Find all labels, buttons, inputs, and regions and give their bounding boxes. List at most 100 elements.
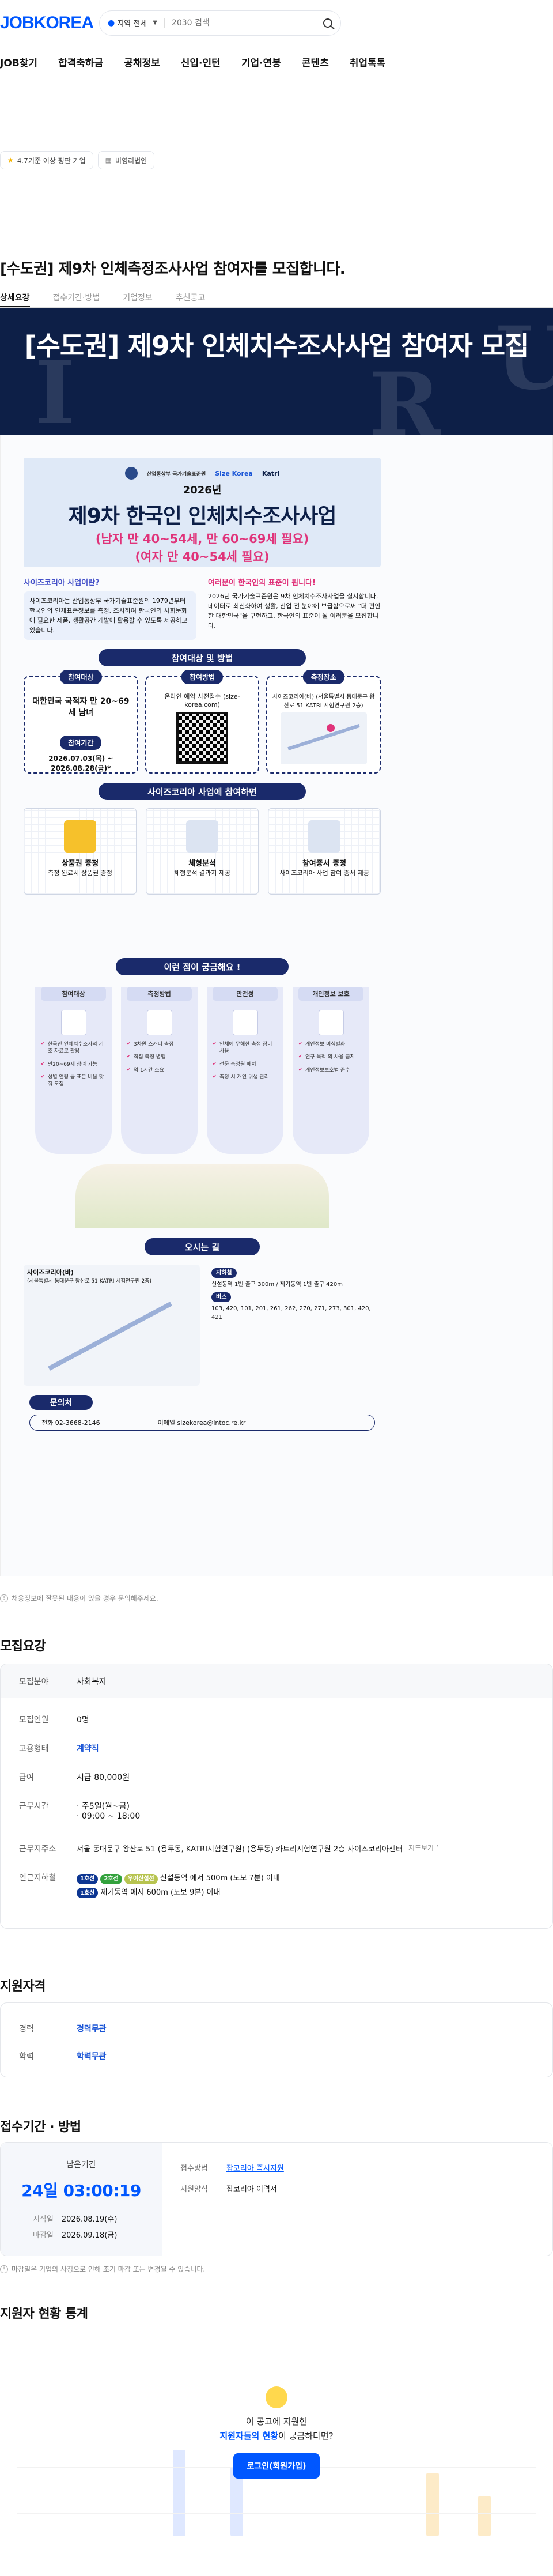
divider bbox=[164, 18, 165, 28]
contact-phone: 전화 02-3668-2146 bbox=[41, 1419, 100, 1427]
mini-map-icon bbox=[280, 712, 367, 765]
poster-benefits: 상품권 증정 측정 완료시 상품권 증정 체형분석 체형분석 결과지 제공 참여… bbox=[24, 808, 381, 895]
qualification-box: 경력 경력무관 학력 학력무관 bbox=[0, 2002, 553, 2077]
nav-job-search[interactable]: JOB찾기 bbox=[0, 58, 38, 69]
qualification-title: 지원자격 bbox=[0, 1979, 46, 1994]
blurred-bar bbox=[426, 2473, 439, 2536]
jobkorea-logo[interactable]: JOBKOREA bbox=[0, 13, 94, 32]
stats-title: 지원자 현황 통계 bbox=[0, 2307, 88, 2321]
benefit-gift-card: 상품권 증정 측정 완료시 상품권 증정 bbox=[24, 808, 137, 895]
tab-recommended[interactable]: 추천공고 bbox=[175, 293, 206, 303]
line-2-badge: 2호선 bbox=[100, 1873, 122, 1884]
region-select[interactable]: 지역 전체 bbox=[117, 20, 147, 28]
poster-directions: 사이즈코리아(바) (서울특별시 동대문구 왕산로 51 KATRI 시험연구원… bbox=[24, 1265, 381, 1386]
summary-count-row: 모집인원 0명 bbox=[19, 1715, 89, 1725]
info-icon: ! bbox=[0, 2265, 8, 2273]
contact-email: 이메일 sizekorea@intoc.re.kr bbox=[157, 1419, 246, 1427]
summary-type-row: 고용형태 계약직 bbox=[19, 1744, 99, 1753]
government-seal-icon bbox=[124, 467, 138, 480]
banner-decoration: I bbox=[35, 342, 75, 435]
line-ui-badge: 우이신설선 bbox=[124, 1873, 158, 1884]
faq-pillar: 개인정보 보호 개인정보 비식별화연구 목적 외 사용 금지개인정보보호법 준수 bbox=[293, 987, 369, 1155]
chevron-right-icon: › bbox=[436, 1843, 439, 1849]
lock-icon bbox=[318, 1010, 344, 1036]
nav-entry-intern[interactable]: 신입·인턴 bbox=[180, 58, 221, 69]
location-pin-icon: ● bbox=[108, 18, 115, 28]
tab-apply-period[interactable]: 접수기간·방법 bbox=[52, 293, 100, 303]
nav-company-salary[interactable]: 기업·연봉 bbox=[241, 58, 281, 69]
poster-logos: 산업통상부 국가기술표준원 Size Korea Katri bbox=[35, 467, 369, 480]
ruler-icon bbox=[146, 1010, 172, 1036]
search-bar: ● 지역 전체 ▼ bbox=[99, 10, 341, 36]
poster-year: 2026년 bbox=[183, 484, 222, 496]
certificate-icon bbox=[308, 820, 340, 853]
tag-nonprofit[interactable]: ▦ 비영리법인 bbox=[97, 151, 155, 169]
career-row: 경력 경력무관 bbox=[19, 2024, 107, 2034]
poster-intro: 사이즈코리아 사업이란? 사이즈코리아는 산업통상부 국가기술표준원의 1979… bbox=[24, 578, 381, 640]
poster-card-location: 측정장소 사이즈코리아(바) (서울특별시 동대문구 왕산로 51 KATRI … bbox=[266, 670, 381, 774]
search-input[interactable] bbox=[171, 18, 323, 28]
main-nav: JOB찾기 합격축하금 공채정보 신입·인턴 기업·연봉 콘텐츠 취업톡톡 bbox=[0, 46, 553, 78]
people-illustration bbox=[75, 1164, 329, 1228]
poster-band-benefits: 사이즈코리아 사업에 참여하면 bbox=[99, 783, 306, 801]
poster-target-cards: 참여대상 대한민국 국적자 만 20~69세 남녀 참여기간 2026.07.0… bbox=[24, 670, 381, 774]
top-bar: JOBKOREA ● 지역 전체 ▼ bbox=[0, 0, 553, 46]
building-icon: ▦ bbox=[105, 156, 112, 164]
poster-intro-right: 여러분이 한국인의 표준이 됩니다! 2026년 국가기술표준원은 9차 인체치… bbox=[208, 579, 381, 630]
detail-banner: I R U [수도권] 제9차 인체치수조사사업 참여자 모집 bbox=[0, 308, 553, 435]
job-title: [수도권] 제9차 인체측정조사사업 참여자를 모집합니다. bbox=[0, 261, 346, 278]
tab-company-info[interactable]: 기업정보 bbox=[123, 293, 153, 303]
nav-public-recruit[interactable]: 공채정보 bbox=[124, 58, 160, 69]
method-row: 접수방법 잡코리아 즉시지원 bbox=[180, 2162, 284, 2173]
summary-address-row: 근무지주소 서울 동대문구 왕산로 51 (용두동, KATRI시험연구원) (… bbox=[19, 1843, 439, 1854]
poster-band-faq: 이런 점이 궁금해요 ! bbox=[116, 958, 289, 976]
tab-detail[interactable]: 상세요강 bbox=[0, 288, 30, 307]
login-button[interactable]: 로그인(회원가입) bbox=[233, 2453, 320, 2479]
directions-info: 지하철 신설동역 1번 출구 300m / 제기동역 1번 출구 420m 버스… bbox=[211, 1265, 381, 1386]
nav-congrats-bonus[interactable]: 합격축하금 bbox=[58, 58, 104, 69]
poster-card-target: 참여대상 대한민국 국적자 만 20~69세 남녀 참여기간 2026.07.0… bbox=[24, 670, 138, 774]
summary-field-row: 모집분야 사회복지 bbox=[1, 1664, 552, 1698]
form-row: 지원양식 잡코리아 이력서 bbox=[180, 2185, 277, 2194]
search-icon[interactable] bbox=[323, 18, 332, 28]
banner-decoration: U bbox=[495, 308, 553, 409]
thinking-emoji-icon bbox=[266, 2386, 287, 2408]
poster-faq: 참여대상 한국인 인체치수조사의 기초 자료로 활용만20~69세 참여 가능성… bbox=[24, 987, 381, 1155]
faq-pillar: 참여대상 한국인 인체치수조사의 기초 자료로 활용만20~69세 참여 가능성… bbox=[35, 987, 112, 1155]
road-icon bbox=[48, 1302, 172, 1371]
deadline-panel: 남은기간 24일 03:00:19 시작일 2026.08.19(수) 마감일 … bbox=[1, 2143, 162, 2256]
bus-label: 버스 bbox=[211, 1292, 232, 1303]
contact-box: 전화 02-3668-2146 이메일 sizekorea@intoc.re.k… bbox=[29, 1415, 375, 1431]
remaining-time: 24일 03:00:19 bbox=[21, 2181, 141, 2200]
poster-card-method: 참여방법 온라인 예약 사전접수 (size-korea.com) bbox=[145, 670, 260, 774]
tag-reputation[interactable]: ★ 4.7기준 이상 평판 기업 bbox=[0, 151, 93, 169]
directions-map: 사이즈코리아(바) (서울특별시 동대문구 왕산로 51 KATRI 시험연구원… bbox=[24, 1265, 200, 1386]
poster-main-title: 제9차 한국인 인체치수조사사업 bbox=[68, 504, 337, 528]
education-row: 학력 학력무관 bbox=[19, 2052, 107, 2061]
instant-apply-link[interactable]: 잡코리아 즉시지원 bbox=[226, 2164, 284, 2173]
gift-card-icon bbox=[64, 820, 96, 853]
deadline-notice: ! 마감일은 기업의 사정으로 인해 조기 마감 또는 변경될 수 있습니다. bbox=[0, 2264, 205, 2274]
apply-box: 남은기간 24일 03:00:19 시작일 2026.08.19(수) 마감일 … bbox=[0, 2142, 553, 2256]
faq-pillar: 안전성 인체에 무해한 측정 장비 사용전문 측정원 배치측정 시 개인 위생 … bbox=[207, 987, 283, 1155]
poster-band-directions: 오시는 길 bbox=[145, 1238, 260, 1256]
blurred-bar bbox=[173, 2450, 185, 2536]
nav-talk[interactable]: 취업톡톡 bbox=[349, 58, 386, 69]
chevron-down-icon: ▼ bbox=[153, 20, 157, 26]
shield-icon bbox=[232, 1010, 258, 1036]
faq-pillar: 측정방법 3차원 스캐너 측정직접 측정 병행약 1시간 소요 bbox=[121, 987, 198, 1155]
stats-blurred-chart bbox=[0, 2329, 553, 2559]
line-1-badge: 1호선 bbox=[77, 1888, 99, 1899]
map-view-link[interactable]: 지도보기 bbox=[408, 1844, 434, 1852]
stats-login-overlay: 이 공고에 지원한 지원자들의 현황이 궁금하다면? 로그인(회원가입) bbox=[161, 2386, 392, 2479]
company-tags: ★ 4.7기준 이상 평판 기업 ▦ 비영리법인 bbox=[0, 151, 155, 169]
summary-time-row: 근무시간 · 주5일(월~금) · 09:00 ~ 18:00 bbox=[19, 1802, 141, 1821]
summary-box: 모집분야 사회복지 모집인원 0명 고용형태 계약직 급여 시급 80,000원… bbox=[0, 1664, 553, 1929]
nav-contents[interactable]: 콘텐츠 bbox=[301, 58, 329, 69]
banner-decoration: R bbox=[369, 354, 441, 435]
recruit-poster: 산업통상부 국가기술표준원 Size Korea Katri 2026년 제9차… bbox=[24, 458, 381, 1431]
blurred-gridline bbox=[17, 2513, 536, 2514]
banner-title: [수도권] 제9차 인체치수조사사업 참여자 모집 bbox=[24, 330, 529, 361]
detail-tabs: 상세요강 접수기간·방법 기업정보 추천공고 bbox=[0, 288, 553, 308]
